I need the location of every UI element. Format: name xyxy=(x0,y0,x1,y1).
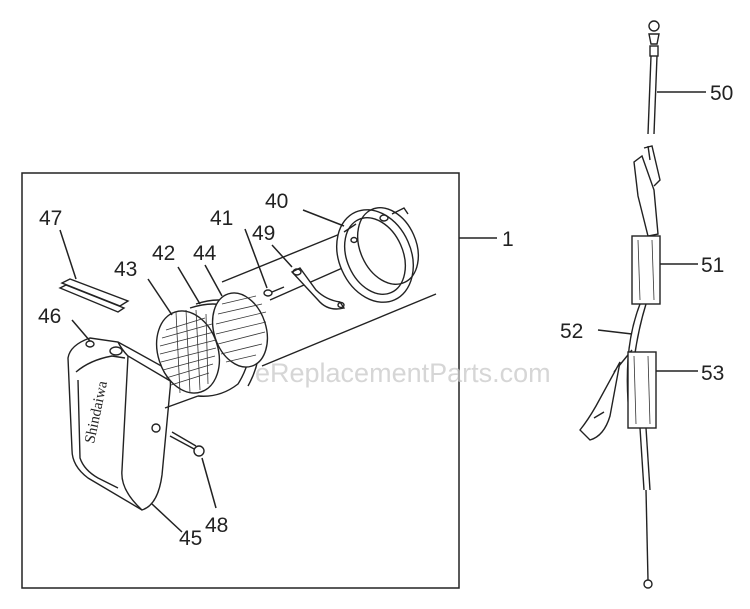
part-47-gasket-strip xyxy=(58,278,130,313)
leader-43 xyxy=(147,278,173,316)
part-44-bulb-housing xyxy=(211,292,269,368)
label-45: 45 xyxy=(179,527,202,550)
label-41: 41 xyxy=(210,207,233,230)
label-43: 43 xyxy=(114,258,137,281)
part-48-screw xyxy=(151,423,205,457)
label-1: 1 xyxy=(502,228,514,251)
leader-49 xyxy=(271,244,293,268)
leader-44 xyxy=(204,264,223,297)
part-45-headlight-cover: Shindaiwa xyxy=(67,337,173,511)
label-52: 52 xyxy=(560,320,583,343)
leader-45 xyxy=(151,503,183,533)
part-51-sleeve-upper xyxy=(631,235,661,305)
label-53: 53 xyxy=(701,362,724,385)
part-53-sleeve-lower xyxy=(627,351,657,589)
label-49: 49 xyxy=(252,222,275,245)
leader-52 xyxy=(597,329,633,335)
leader-46 xyxy=(71,319,91,342)
label-50: 50 xyxy=(710,82,733,105)
leader-48 xyxy=(201,457,217,509)
part-41-screw xyxy=(263,286,285,297)
leader-41 xyxy=(244,228,268,289)
label-42: 42 xyxy=(152,242,175,265)
label-44: 44 xyxy=(193,242,217,265)
part-40-headlight-ring xyxy=(336,207,420,303)
cable-connector xyxy=(633,145,661,237)
leader-42 xyxy=(177,266,201,305)
watermark: eReplacementParts.com xyxy=(255,358,551,388)
part-46-pin xyxy=(85,340,123,356)
part-50-cable-rod xyxy=(647,20,660,135)
leader-40 xyxy=(302,209,345,227)
label-46: 46 xyxy=(38,305,61,328)
part-43-lens xyxy=(155,309,221,394)
label-40: 40 xyxy=(265,190,288,213)
leader-47 xyxy=(59,229,77,280)
label-47: 47 xyxy=(39,207,62,230)
label-51: 51 xyxy=(701,254,724,277)
assembly-guide-lines xyxy=(164,233,437,409)
label-48: 48 xyxy=(205,514,228,537)
part-49-bracket xyxy=(290,267,346,310)
assembly-frame xyxy=(21,172,460,589)
